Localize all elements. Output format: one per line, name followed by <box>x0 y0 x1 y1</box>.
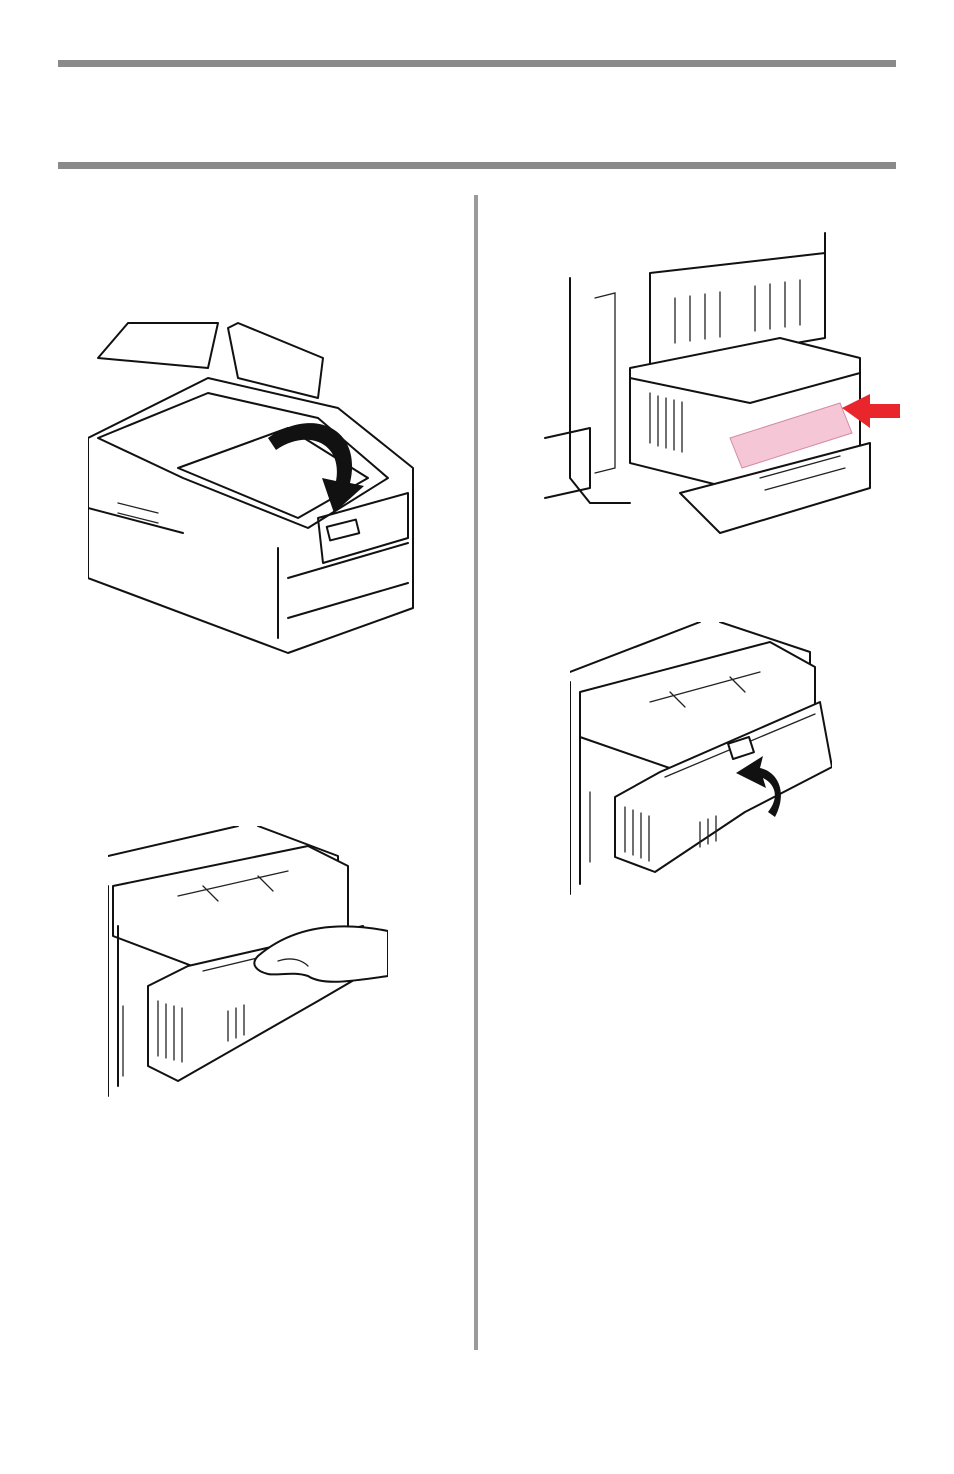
printer-top-cover-illustration <box>88 318 418 658</box>
header-rule-bottom <box>58 162 896 169</box>
duplex-paper-removal-figure <box>540 228 900 540</box>
printer-top-cover-figure <box>88 318 418 658</box>
column-divider <box>474 195 478 1350</box>
duplex-close-figure <box>570 622 832 898</box>
duplex-release-hand-illustration <box>108 826 388 1102</box>
duplex-release-hand-figure <box>108 826 388 1102</box>
header-rule-top <box>58 60 896 67</box>
duplex-paper-removal-illustration <box>540 228 900 540</box>
duplex-close-illustration <box>570 622 832 898</box>
